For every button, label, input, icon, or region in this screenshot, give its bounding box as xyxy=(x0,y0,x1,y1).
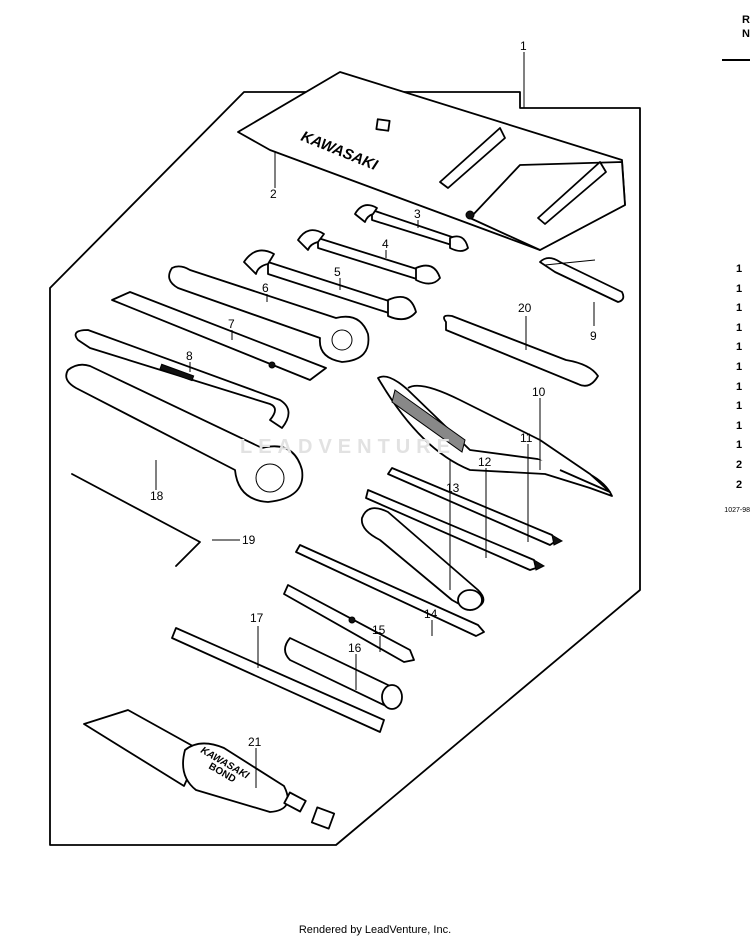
callout-18: 18 xyxy=(150,489,164,503)
wrench-4 xyxy=(297,229,441,285)
ring-wrench-18 xyxy=(65,363,304,503)
callout-15: 15 xyxy=(372,623,386,637)
callout-20: 20 xyxy=(518,301,532,315)
callout-14: 14 xyxy=(424,607,438,621)
column-header-line2: N xyxy=(742,28,750,40)
bond-tube-21: KAWASAKI BOND xyxy=(83,709,336,830)
wrench-5 xyxy=(243,249,417,321)
callout-13: 13 xyxy=(446,481,460,495)
wrench-3 xyxy=(354,204,469,252)
side-row: 2 xyxy=(736,478,743,491)
flat-bar-15 xyxy=(283,584,415,663)
side-row: 1 xyxy=(736,360,743,373)
callout-10: 10 xyxy=(532,385,546,399)
bar-17 xyxy=(171,627,385,733)
ring-wrench-6 xyxy=(168,265,370,363)
side-row: 1 xyxy=(736,282,743,295)
hex-key-19 xyxy=(71,473,201,567)
callout-21: 21 xyxy=(248,735,262,749)
screwdriver-12 xyxy=(365,489,546,571)
callout-16: 16 xyxy=(348,641,362,655)
callout-1: 1 xyxy=(520,39,527,53)
callout-5: 5 xyxy=(334,265,341,279)
hook-wrench-8 xyxy=(74,329,290,429)
footer-credit: Rendered by LeadVenture, Inc. xyxy=(298,924,452,936)
callout-8: 8 xyxy=(186,349,193,363)
callout-9: 9 xyxy=(590,329,597,343)
callout-4: 4 xyxy=(382,237,389,251)
watermark-text: LEADVENTURE xyxy=(240,436,457,458)
handle-13 xyxy=(360,507,485,611)
side-row: 1 xyxy=(736,341,743,354)
side-row: 1 xyxy=(736,439,743,452)
callout-2: 2 xyxy=(270,187,277,201)
side-row: 1 xyxy=(736,380,743,393)
callout-7: 7 xyxy=(228,317,235,331)
callout-17: 17 xyxy=(250,611,264,625)
column-header-line1: R xyxy=(742,14,750,26)
spanner-7 xyxy=(111,291,327,381)
spanner-20 xyxy=(443,314,599,387)
side-column-list: 1 1 1 1 1 1 1 1 1 1 2 2 xyxy=(736,263,750,498)
socket-16 xyxy=(284,637,403,710)
callout-11: 11 xyxy=(520,431,533,445)
side-row: 1 xyxy=(736,321,743,334)
header-rule xyxy=(722,59,750,61)
side-note: 1027-98 xyxy=(724,507,750,514)
side-row: 2 xyxy=(736,458,743,471)
callout-numbers: 1 2 3 4 5 6 7 8 9 10 11 12 13 14 15 16 1… xyxy=(150,39,597,749)
side-row: 1 xyxy=(736,302,743,315)
extension-14 xyxy=(295,544,485,637)
leader-lines xyxy=(155,52,595,788)
screwdriver-11 xyxy=(387,467,564,546)
callout-6: 6 xyxy=(262,281,269,295)
side-row: 1 xyxy=(736,400,743,413)
callout-3: 3 xyxy=(414,207,421,221)
tool-pouch: KAWASAKI xyxy=(237,71,626,251)
callout-19: 19 xyxy=(242,533,256,547)
side-row: 1 xyxy=(736,419,743,432)
side-row: 1 xyxy=(736,263,743,275)
callout-12: 12 xyxy=(478,455,492,469)
pliers-10 xyxy=(377,375,613,497)
spoke-wrench-9 xyxy=(539,257,625,303)
